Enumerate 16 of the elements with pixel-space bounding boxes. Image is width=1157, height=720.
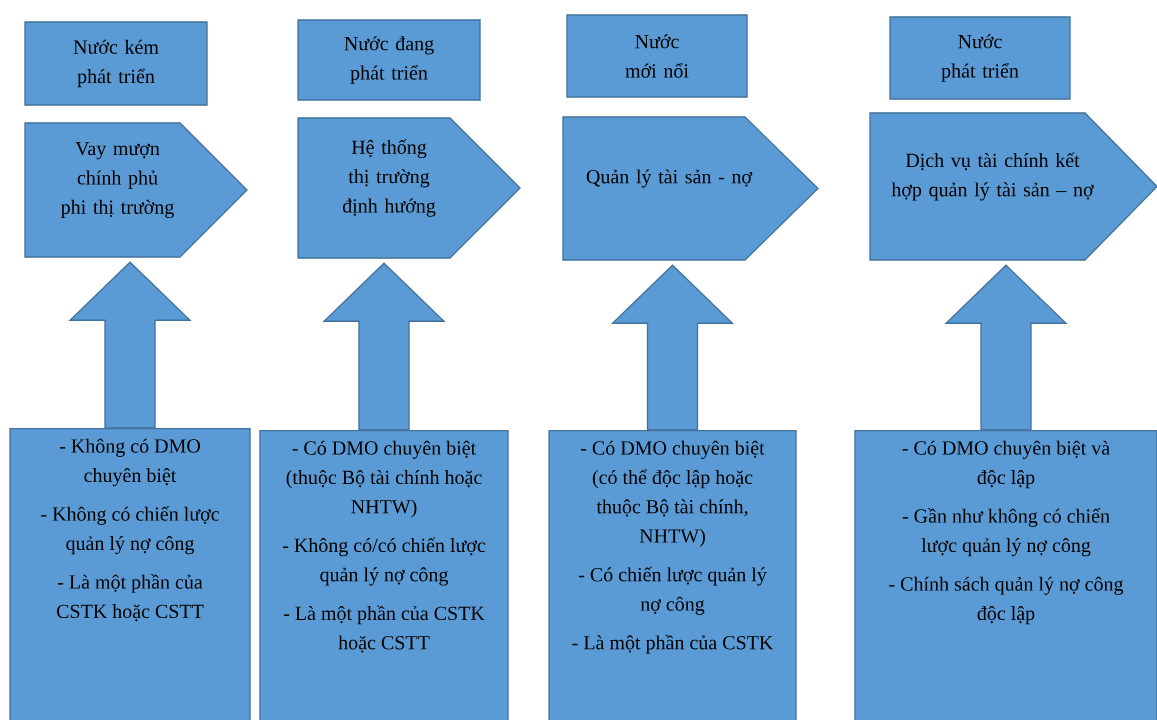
- heading-box: Nước kém phát triển: [24, 21, 208, 106]
- block-arrow: [68, 261, 192, 429]
- block-arrow: [322, 262, 446, 431]
- block-arrow: [610, 264, 735, 431]
- arrow-box: Dịch vụ tài chính kết hợp quản lý tài sản – nợ: [869, 112, 1157, 261]
- arrow-box: Hệ thống thị trường định hướng: [297, 117, 521, 259]
- heading-box: Nước đang phát triển: [297, 19, 481, 101]
- text-box: - Có DMO chuyên biệt (thuộc Bộ tài chính hoặc NHTW) - Không có/có chiến lược quản lý nợ công - Là một phần của CSTK hoặc CSTT: [259, 430, 509, 720]
- arrow-box: Vay mượn chính phủ phi thị trường: [24, 122, 248, 258]
- text-box: - Có DMO chuyên biệt (có thể độc lập hoặc thuộc Bộ tài chính, NHTW) - Có chiến lược quản lý nợ công - Là một phần của CSTK: [548, 430, 797, 720]
- block-arrow: [944, 264, 1068, 431]
- text-box: - Không có DMO chuyên biệt - Không có chiến lược quản lý nợ công - Là một phần của CSTK hoặc CSTT: [9, 428, 251, 720]
- heading-box: Nước mới nổi: [566, 14, 748, 98]
- heading-box: Nước phát triển: [889, 16, 1071, 100]
- arrow-box: Quản lý tài sản - nợ: [562, 116, 819, 261]
- text-box: - Có DMO chuyên biệt và độc lập - Gần như không có chiến lược quản lý nợ công - Chính sách quản lý nợ công độc lập: [854, 430, 1157, 720]
